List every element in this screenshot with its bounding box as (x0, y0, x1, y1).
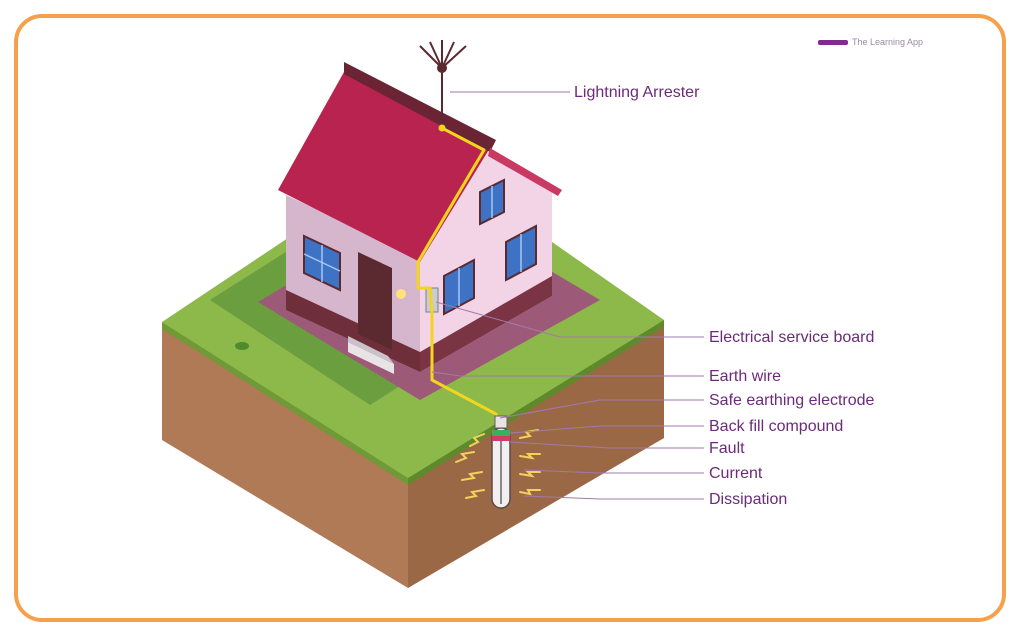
label-earth-wire: Earth wire (709, 368, 782, 385)
house-front-base (286, 290, 420, 372)
dissipation-sparks (455, 429, 541, 499)
door-step (348, 342, 394, 374)
label-dissipation: Dissipation (709, 491, 788, 508)
electrode-cap (494, 415, 508, 429)
label-lightning-arrester: Lightning Arrester (574, 84, 700, 101)
label-fault: Fault (709, 440, 745, 457)
label-current: Current (709, 465, 763, 482)
roof-main (278, 72, 490, 262)
roof-ridge (344, 62, 496, 152)
soil-left-face (162, 322, 408, 588)
grass-spot (235, 342, 249, 350)
label-safe-earthing-electrode: Safe earthing electrode (709, 392, 875, 409)
leader-lines (431, 91, 704, 500)
label-back-fill-compound: Back fill compound (709, 418, 844, 435)
label-electrical-service-board: Electrical service board (709, 329, 875, 346)
wall-lamp (396, 289, 406, 299)
front-door (358, 252, 392, 350)
roof-gable-edge (488, 148, 562, 196)
grass-edge-right (408, 320, 664, 485)
brand-logo (818, 40, 848, 45)
grass-edge-left (162, 322, 408, 485)
house-side-base (420, 276, 552, 372)
door-step-side (348, 336, 394, 364)
back-fill-band (492, 430, 510, 436)
brand-text: The Learning App (852, 37, 924, 47)
earth-wire-path (416, 126, 502, 425)
